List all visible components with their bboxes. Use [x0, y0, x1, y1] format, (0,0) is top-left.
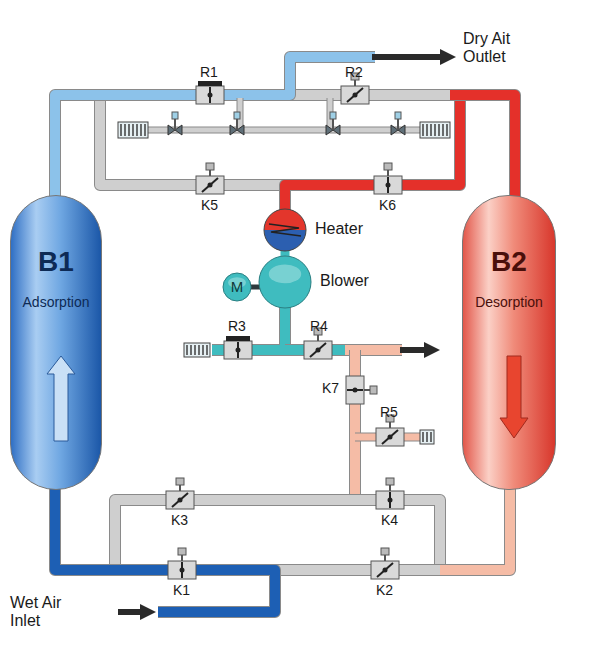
component-name: Blower: [320, 272, 369, 290]
motor-circle: M: [222, 272, 252, 302]
valve-label: R5: [380, 404, 398, 420]
port-label: Dry Ait Outlet: [463, 30, 543, 67]
flow-arrow: [400, 342, 440, 358]
pilot-valve: [391, 112, 405, 135]
pipe: [285, 95, 460, 212]
pipe-outline: [285, 95, 460, 212]
valve-symbol: [166, 478, 194, 509]
flow-direction-arrow: [11, 196, 103, 491]
component-name: Heater: [315, 220, 363, 238]
valve-label: K1: [173, 582, 190, 598]
silencer: [420, 122, 450, 138]
silencer: [184, 343, 210, 357]
pipe-outline: [100, 95, 285, 185]
valve-label: R4: [310, 318, 328, 334]
air-duct: [281, 251, 290, 256]
valve-label: K5: [201, 197, 218, 213]
valve-label: K4: [381, 512, 398, 528]
pipe-outline: [290, 89, 460, 101]
blower-circle: Blower: [258, 255, 312, 309]
tank-name: B1: [11, 246, 101, 278]
heater-symbol-shape: [263, 208, 307, 252]
tank-mode: Adsorption: [11, 294, 101, 310]
pipe-outline: [275, 564, 440, 576]
heater-symbol: Heater: [263, 208, 307, 252]
pilot-valve: [230, 112, 244, 135]
pipe-outline: [440, 480, 510, 570]
port-label: Wet Air Inlet: [10, 594, 74, 631]
pipe: [140, 128, 430, 133]
pilot-valve: [168, 112, 182, 135]
pipe: [275, 565, 440, 575]
valve-label: K6: [379, 197, 396, 213]
valve-symbol: [224, 336, 252, 359]
pipe-outline: [450, 95, 515, 205]
pipe: [115, 500, 440, 570]
pipe: [350, 350, 360, 500]
desorber-tank: B2Desorption: [462, 195, 556, 490]
pipe-outline: [55, 480, 275, 612]
pipe-outline: [349, 350, 361, 500]
pipe: [55, 480, 275, 612]
valve-symbol: [168, 548, 196, 579]
valve-symbol: [371, 548, 399, 579]
pipe: [440, 480, 510, 570]
valve-symbol: [196, 81, 224, 104]
silencer: [420, 430, 434, 444]
pilot-valve: [326, 112, 340, 135]
valve-label: K7: [322, 380, 339, 396]
valve-label: R2: [345, 64, 363, 80]
flow-arrow: [118, 604, 156, 620]
silencer: [118, 122, 148, 138]
valve-label: K3: [171, 512, 188, 528]
tank-mode: Desorption: [463, 294, 555, 310]
pipe-outline: [115, 500, 440, 570]
flow-direction-arrow: [463, 196, 557, 491]
tank-name: B2: [463, 246, 555, 278]
pipe: [290, 90, 460, 100]
blower-circle-shape: [258, 255, 312, 309]
valve-symbol: [374, 163, 402, 194]
adsorber-tank: B1Adsorption: [10, 195, 102, 490]
valve-symbol: [376, 478, 404, 509]
motor-letter: M: [222, 272, 252, 302]
flow-arrow: [372, 49, 456, 65]
valve-label: K2: [376, 582, 393, 598]
valve-symbol: [346, 376, 377, 404]
pipe: [450, 95, 515, 205]
valve-label: R1: [200, 64, 218, 80]
valve-label: R3: [228, 318, 246, 334]
pipe-outline: [140, 127, 430, 134]
pipe: [100, 95, 285, 185]
valve-symbol: [196, 163, 224, 194]
